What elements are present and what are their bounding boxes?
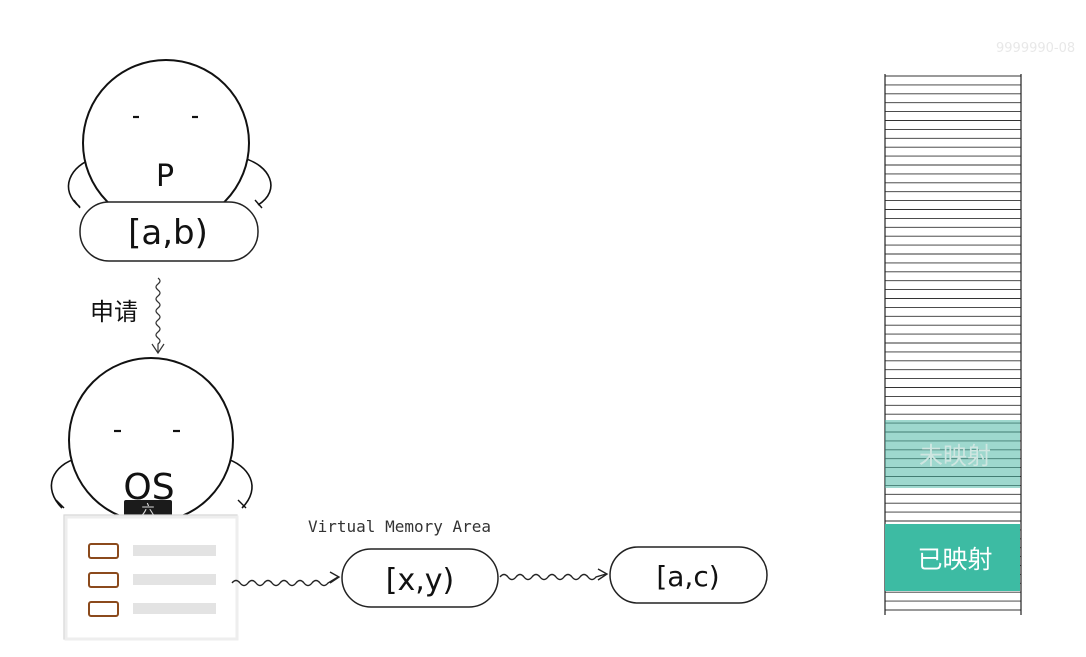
process-range-label: [a,b) <box>128 213 208 253</box>
vma-node-xy-label: [x,y) <box>386 563 454 598</box>
request-arrow: 申请 <box>90 277 165 355</box>
list-row <box>88 601 216 617</box>
watermark: 9999990-08 <box>996 41 1075 56</box>
mapped-label: 已映射 <box>917 545 992 574</box>
vma-link-arrow-2 <box>499 573 607 581</box>
vma-node-ac-label: [a,c) <box>656 560 719 593</box>
request-squiggle <box>155 277 161 352</box>
process-right-arm <box>242 157 272 206</box>
request-label: 申请 <box>90 298 138 326</box>
list-item-box-icon <box>88 543 119 559</box>
vma-link-arrowhead-2 <box>597 568 609 581</box>
process-head <box>82 59 250 227</box>
physical-memory-column: 未映射 已映射 <box>884 74 1022 615</box>
vma-node-ac <box>609 546 768 604</box>
vma-link-arrow-1 <box>231 576 339 587</box>
vma-node-xy <box>341 548 499 608</box>
unmapped-block <box>885 420 1020 488</box>
request-arrowhead <box>151 343 165 355</box>
vma-link-arrowhead-1 <box>329 571 341 584</box>
process-head-label: P <box>156 159 174 194</box>
list-row <box>88 543 216 559</box>
list-item-bar <box>133 545 216 556</box>
list-item-box-icon <box>88 572 119 588</box>
process-figure: P [a,b) <box>67 59 272 262</box>
os-badge <box>124 500 172 518</box>
list-item-bar <box>133 574 216 585</box>
list-row <box>88 572 216 588</box>
os-badge-label: 六 <box>141 503 154 518</box>
unmapped-label: 未映射 <box>919 442 991 470</box>
process-range-pill <box>79 201 259 262</box>
vma-title: Virtual Memory Area <box>308 517 491 536</box>
list-item-box-icon <box>88 601 119 617</box>
mapped-block <box>885 524 1020 591</box>
list-item-bar <box>133 603 216 614</box>
os-figure: OS 六 <box>50 357 253 641</box>
